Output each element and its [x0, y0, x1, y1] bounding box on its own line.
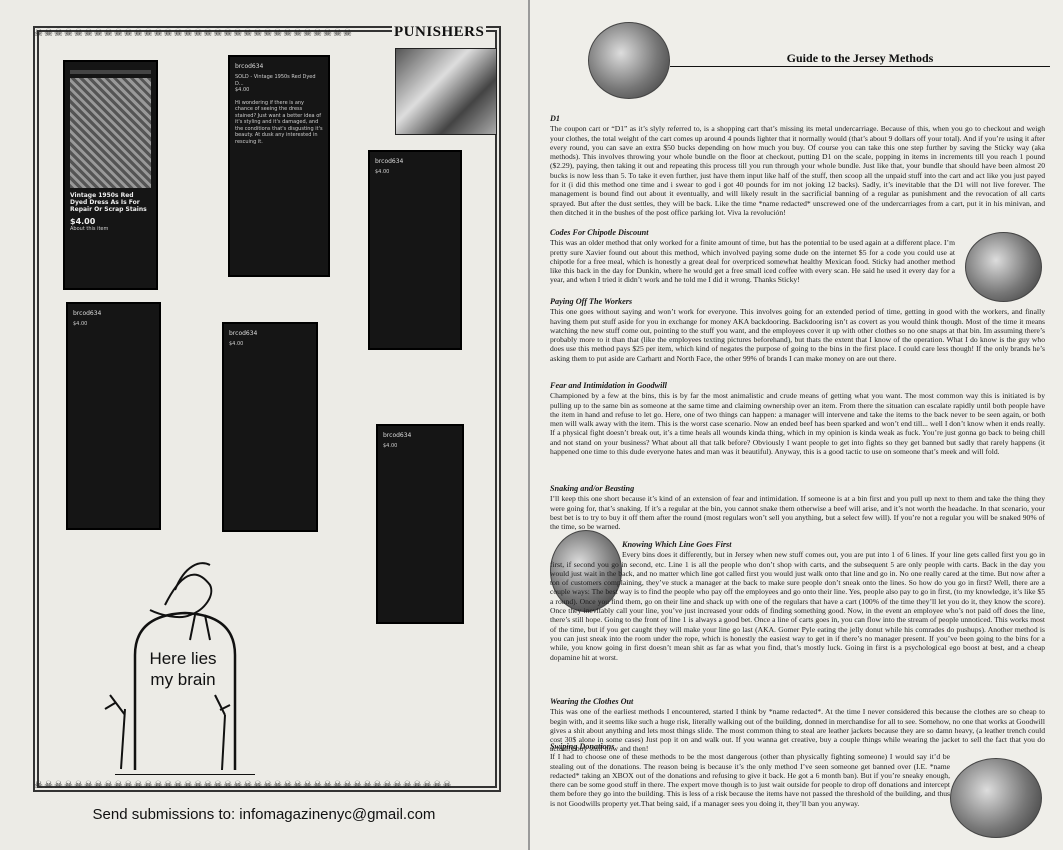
section-heading: Swiping Donations: [550, 742, 615, 751]
section-heading: D1: [550, 114, 561, 123]
chat-user: brcod634: [235, 63, 264, 70]
section-heading: Paying Off The Workers: [550, 297, 633, 306]
section-lines: Knowing Which Line Goes First Every bins…: [550, 540, 1045, 662]
chat-item: SOLD - Vintage 1950s Red Dyed D...: [235, 74, 316, 87]
tombstone-text: Here lies my brain: [128, 648, 238, 690]
chat-user: brcod634: [229, 330, 258, 337]
section-paying-off: Paying Off The Workers This one goes wit…: [550, 297, 1045, 363]
chat-price: $4.00: [235, 87, 250, 93]
about-item: About this item: [70, 226, 109, 232]
phone-screenshot-1: Vintage 1950s Red Dyed Dress As Is For R…: [63, 60, 158, 290]
section-snaking: Snaking and/or Beasting I’ll keep this o…: [550, 484, 1045, 531]
phone-screenshot-4: brcod634 $4.00: [66, 302, 161, 530]
circle-photo-donations: [950, 758, 1042, 838]
photo-man-at-computer: [395, 48, 497, 135]
phone-screenshot-2: brcod634 SOLD - Vintage 1950s Red Dyed D…: [228, 55, 330, 277]
title-rule: [670, 66, 1050, 67]
section-wearing: Wearing the Clothes Out This was one of …: [550, 697, 1045, 754]
section-chipotle: Codes For Chipotle Discount This was an …: [550, 228, 955, 285]
chat-price: $4.00: [375, 169, 390, 175]
chat-user: brcod634: [73, 310, 102, 317]
section-body: I’ll keep this one short because it’s ki…: [550, 494, 1045, 532]
circle-photo-chipotle: [965, 232, 1042, 302]
phone-screenshot-5: brcod634 $4.00: [222, 322, 318, 532]
listing-caption: Vintage 1950s Red Dyed Dress As Is For R…: [70, 192, 147, 213]
tombstone-drawing: [104, 562, 255, 775]
phone-screenshot-3: brcod634 $4.00: [368, 150, 462, 350]
guide-title: Guide to the Jersey Methods: [786, 51, 934, 65]
skull-border-top: ☠☠☠☠☠☠☠☠☠☠☠☠☠☠☠☠☠☠☠☠☠☠☠☠☠☠☠☠☠☠☠☠: [34, 28, 353, 39]
dress-photo: [70, 78, 151, 188]
section-body: This one goes without saying and won’t w…: [550, 307, 1045, 363]
chat-message: Hi wondering if there is any chance of s…: [235, 99, 323, 145]
submissions-line: Send submissions to: infomagazinenyc@gma…: [92, 806, 436, 823]
tombstone-line-1: Here lies: [149, 649, 217, 668]
section-heading: Codes For Chipotle Discount: [550, 228, 649, 237]
chat-price: $4.00: [383, 443, 398, 449]
skull-border: [33, 26, 501, 792]
section-heading: Fear and Intimidation in Goodwill: [550, 381, 667, 390]
section-body: If I had to choose one of these methods …: [550, 752, 950, 808]
punishers-header: PUNISHERS: [392, 24, 487, 41]
chat-price: $4.00: [229, 341, 244, 347]
right-page: Guide to the Jersey Methods D1 The coupo…: [530, 0, 1063, 850]
page-spine: [528, 0, 530, 850]
section-body: This was an older method that only worke…: [550, 238, 955, 285]
section-donations: Swiping Donations If I had to choose one…: [550, 742, 950, 808]
phone-screenshot-6: brcod634 $4.00: [376, 424, 464, 624]
circle-photo-top: [588, 22, 670, 99]
section-body: Every bins does it differently, but in J…: [550, 550, 1045, 662]
section-body: The coupon cart or “D1” as it’s slyly re…: [550, 124, 1045, 217]
section-d1: D1 The coupon cart or “D1” as it’s slyly…: [550, 114, 1045, 217]
left-page: ☠☠☠☠☠☠☠☠☠☠☠☠☠☠☠☠☠☠☠☠☠☠☠☠☠☠☠☠☠☠☠☠ ☠☠☠☠☠☠☠…: [0, 0, 528, 850]
chat-user: brcod634: [375, 158, 404, 165]
section-heading: Knowing Which Line Goes First: [622, 540, 732, 549]
tombstone-line-2: my brain: [150, 670, 216, 689]
section-body: This was one of the earliest methods I e…: [550, 707, 1045, 754]
chat-price: $4.00: [73, 321, 88, 327]
section-heading: Wearing the Clothes Out: [550, 697, 634, 706]
skull-border-bottom: ☠☠☠☠☠☠☠☠☠☠☠☠☠☠☠☠☠☠☠☠☠☠☠☠☠☠☠☠☠☠☠☠☠☠☠☠☠☠☠☠…: [34, 780, 453, 791]
section-fear: Fear and Intimidation in Goodwill Champi…: [550, 381, 1045, 456]
section-body: Championed by a few at the bins, this is…: [550, 391, 1045, 457]
circle-photo-lines: [550, 530, 622, 612]
listing-price: $4.00: [70, 217, 96, 226]
chat-user: brcod634: [383, 432, 412, 439]
section-heading: Snaking and/or Beasting: [550, 484, 635, 493]
